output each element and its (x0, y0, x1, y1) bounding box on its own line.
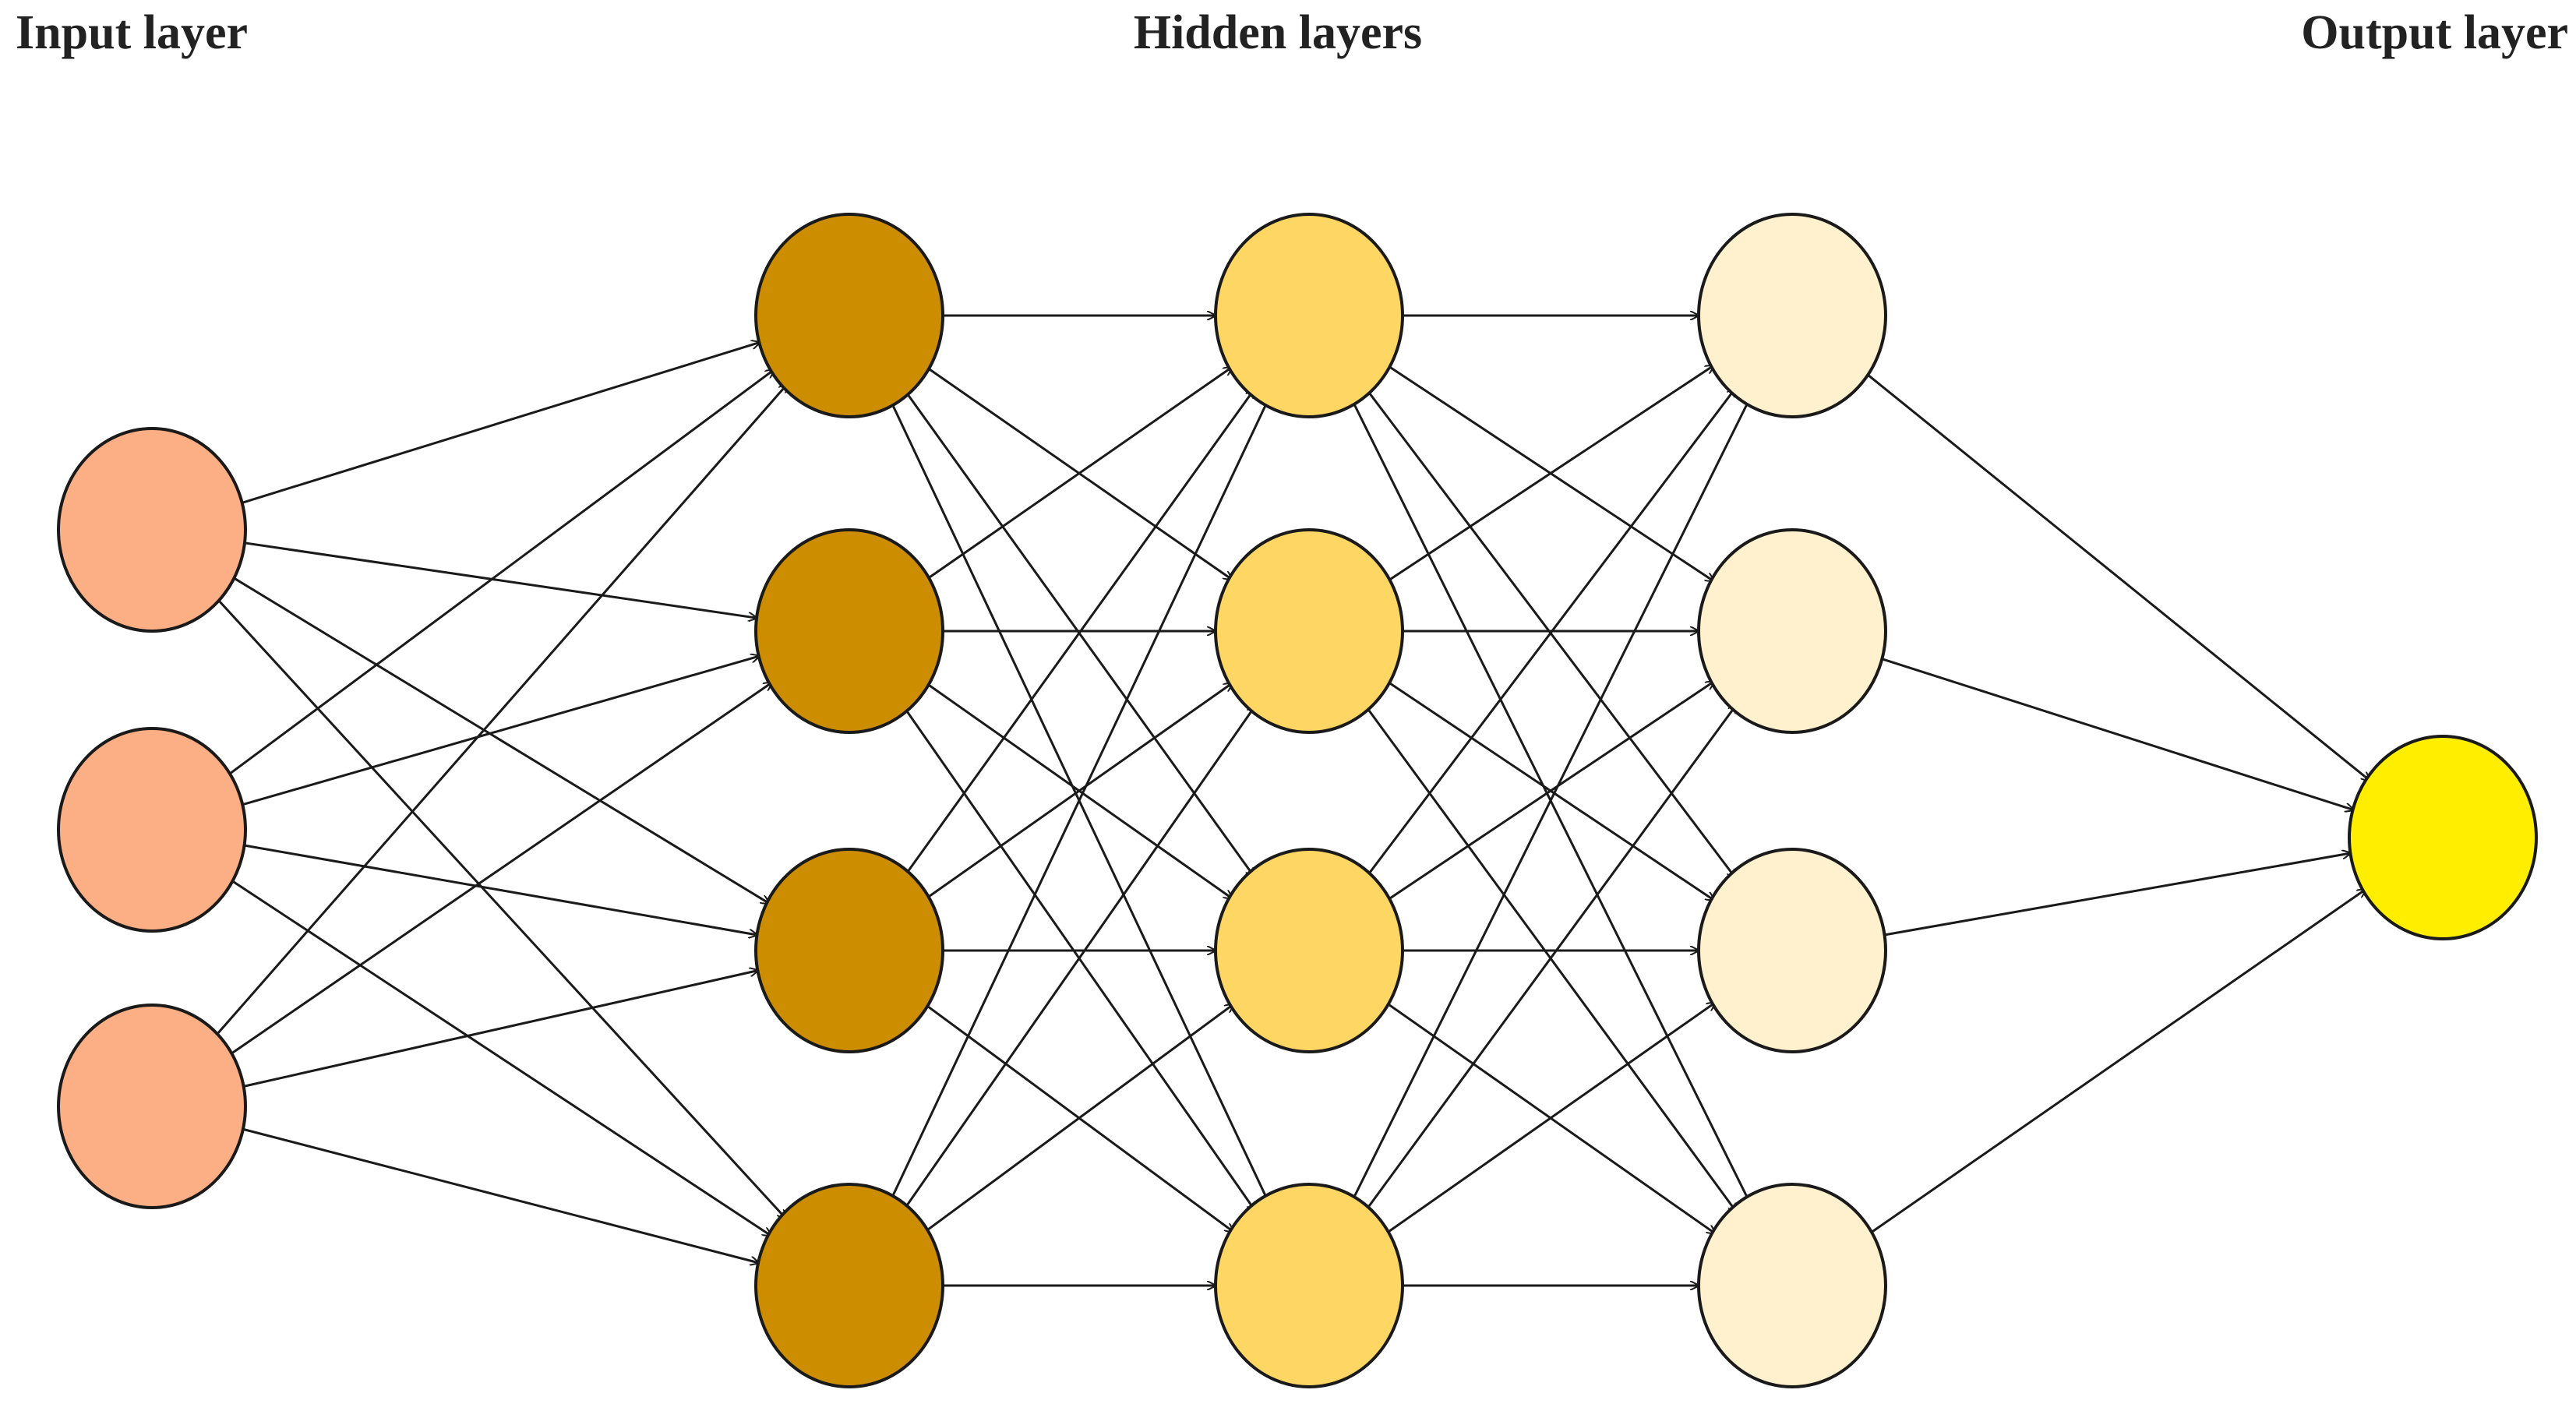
connection-input-2-to-hidden-1-1 (226, 369, 775, 777)
output-neuron-1 (2348, 735, 2538, 940)
hidden-2-neuron-2 (1214, 528, 1404, 734)
connection-hidden-3-1-to-output-1 (1864, 372, 2370, 781)
connection-input-3-to-hidden-1-1 (213, 384, 787, 1039)
connection-hidden-1-4-to-hidden-2-1 (888, 398, 1269, 1204)
connection-input-3-to-hidden-1-4 (242, 1127, 759, 1263)
connections-group (213, 316, 2370, 1286)
neurons-group (57, 213, 2538, 1388)
connection-input-1-to-hidden-1-4 (214, 595, 785, 1219)
connection-input-2-to-hidden-1-2 (241, 656, 759, 806)
connection-input-3-to-hidden-1-2 (228, 683, 772, 1056)
connection-hidden-2-4-to-hidden-3-2 (1364, 704, 1736, 1213)
connection-input-2-to-hidden-1-3 (243, 844, 757, 935)
connection-hidden-1-4-to-hidden-2-2 (902, 706, 1255, 1212)
hidden-1-neuron-3 (754, 848, 944, 1053)
hidden-2-neuron-1 (1214, 213, 1404, 418)
input-neuron-3 (57, 1004, 247, 1209)
connection-hidden-2-4-to-hidden-3-1 (1350, 397, 1750, 1205)
connection-hidden-1-3-to-hidden-2-1 (903, 390, 1254, 878)
connection-hidden-1-2-to-hidden-2-1 (926, 367, 1232, 581)
hidden-layers-title: Hidden layers (1133, 6, 1423, 59)
connection-input-2-to-hidden-1-4 (229, 878, 771, 1236)
connection-input-1-to-hidden-1-3 (231, 576, 770, 903)
hidden-2-neuron-3 (1214, 848, 1404, 1053)
hidden-3-neuron-2 (1697, 528, 1887, 734)
hidden-1-neuron-2 (754, 528, 944, 734)
input-neuron-1 (57, 427, 247, 633)
connection-input-3-to-hidden-1-3 (242, 971, 758, 1088)
connection-hidden-2-2-to-hidden-3-1 (1386, 365, 1713, 583)
hidden-1-neuron-1 (754, 213, 944, 418)
hidden-3-neuron-4 (1697, 1183, 1887, 1388)
connection-hidden-2-3-to-hidden-3-1 (1364, 388, 1736, 879)
connection-input-1-to-hidden-1-2 (244, 541, 757, 618)
connection-hidden-2-3-to-hidden-3-2 (1386, 682, 1714, 901)
hidden-3-neuron-3 (1697, 848, 1887, 1053)
hidden-2-neuron-4 (1214, 1183, 1404, 1388)
connection-input-1-to-hidden-1-1 (241, 342, 760, 505)
hidden-3-neuron-1 (1697, 213, 1887, 418)
connection-hidden-2-4-to-hidden-3-3 (1385, 1003, 1716, 1235)
connection-hidden-1-4-to-hidden-2-3 (924, 1004, 1233, 1233)
hidden-1-neuron-4 (754, 1183, 944, 1388)
input-neuron-2 (57, 727, 247, 933)
connection-hidden-1-3-to-hidden-2-2 (925, 683, 1233, 900)
output-layer-title: Output layer (2301, 6, 2568, 59)
connection-hidden-3-2-to-output-1 (1880, 657, 2353, 810)
connection-hidden-3-4-to-output-1 (1868, 889, 2366, 1235)
input-layer-title: Input layer (16, 6, 248, 59)
connection-hidden-3-3-to-output-1 (1883, 853, 2351, 937)
